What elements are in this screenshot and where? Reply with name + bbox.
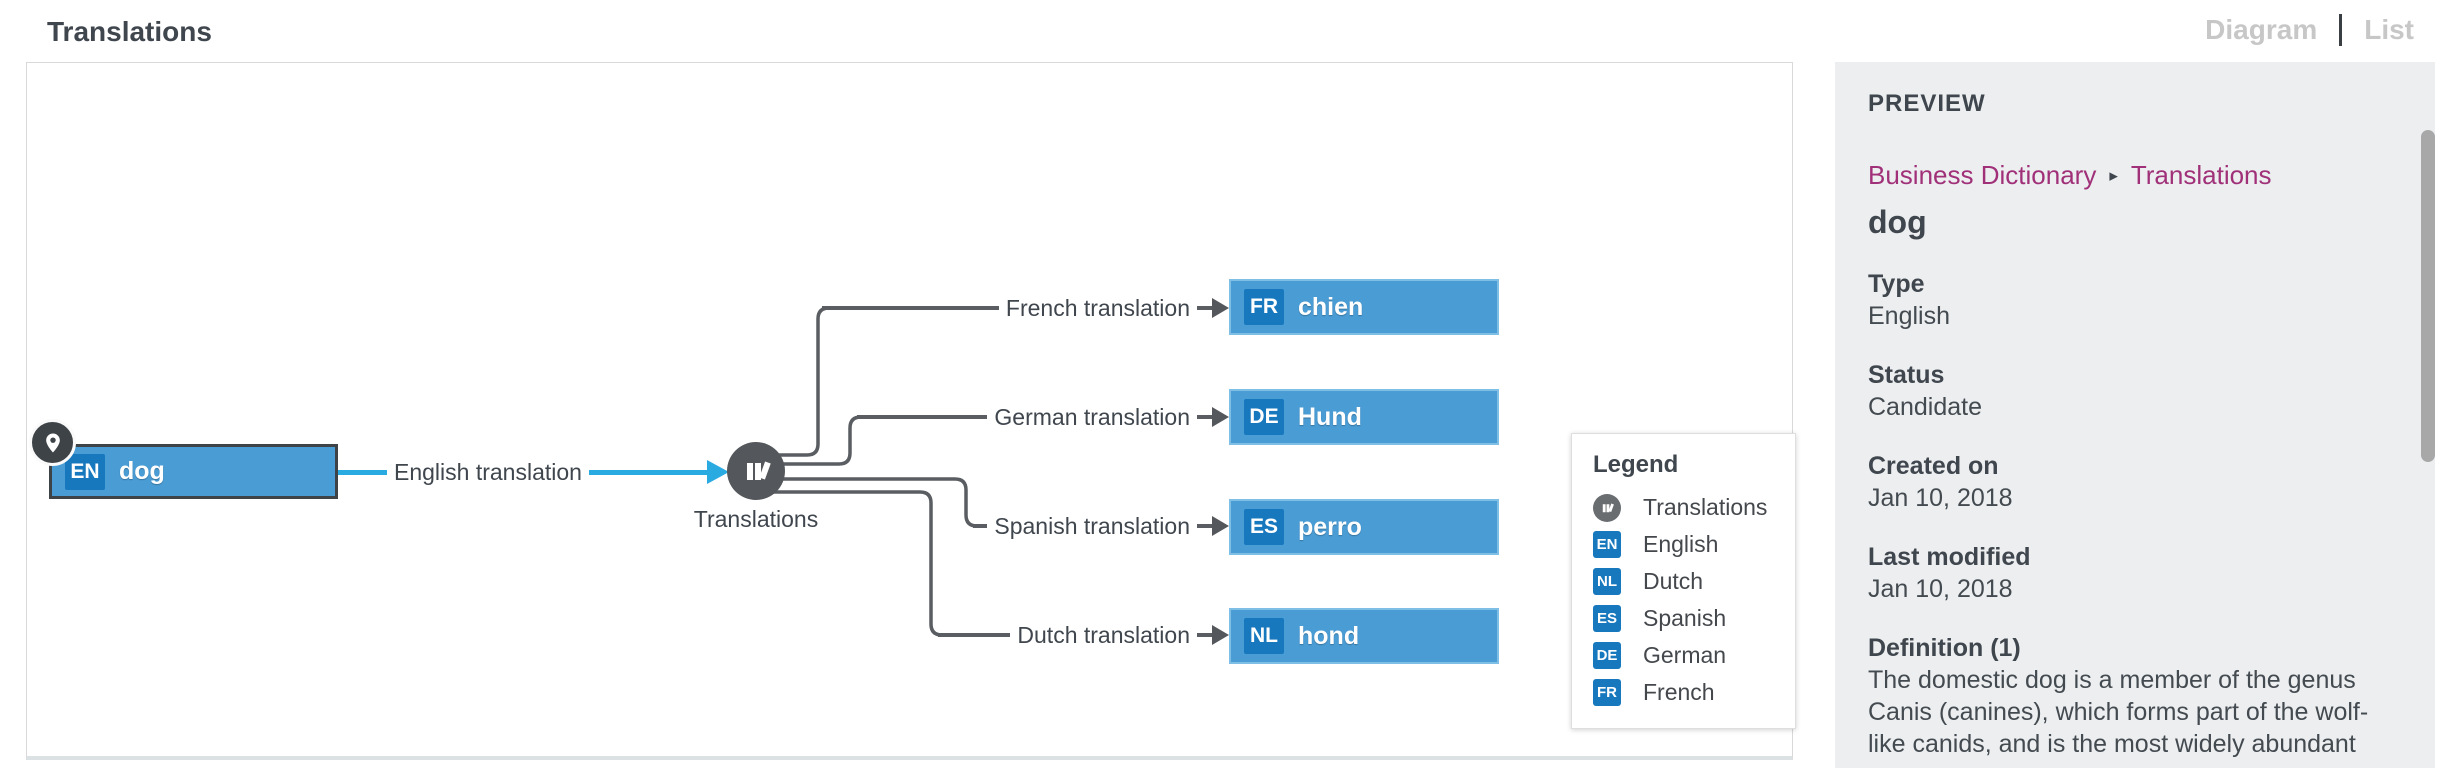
language-badge-de: DE [1593,642,1621,669]
field-last-modified: Last modified Jan 10, 2018 [1868,541,2390,605]
edge-line [1197,633,1212,637]
edge-path-dutch [758,490,944,637]
edge-line [1197,524,1212,528]
edge-dutch-translation: Dutch translation [938,622,1229,648]
diagram-canvas[interactable]: English translation French translation G… [26,62,1796,760]
arrowhead-icon [707,460,729,484]
legend-label: Dutch [1643,568,1704,594]
translations-books-icon [747,461,771,480]
edge-path-french [764,306,830,457]
edge-line [857,415,988,419]
translations-hub-node[interactable] [727,442,785,500]
node-label: chien [1298,292,1364,321]
arrowhead-icon [1212,625,1229,645]
breadcrumb: Business Dictionary ▸ Translations [1868,160,2390,191]
node-label: dog [119,457,165,485]
asset-title: dog [1868,204,1927,240]
language-badge-de: DE [1244,399,1284,435]
edge-line [335,469,387,475]
edge-line [822,306,999,310]
node-hond[interactable]: NL hond [1229,608,1499,664]
legend-title: Legend [1593,451,1679,478]
edge-line [588,469,707,475]
view-toggle-list[interactable]: List [2364,14,2414,45]
node-dog[interactable]: EN dog [49,444,338,499]
language-badge-fr: FR [1244,289,1284,325]
breadcrumb-translations[interactable]: Translations [2130,160,2272,190]
edge-label-german: German translation [994,403,1190,430]
field-label: Definition (1) [1868,634,2021,662]
arrowhead-icon [1212,298,1229,318]
node-label: perro [1298,512,1362,541]
language-badge-en: EN [1593,531,1621,558]
translations-books-icon [1593,493,1621,522]
hub-label: Translations [693,506,819,532]
edge-label-dutch: Dutch translation [1017,621,1190,648]
breadcrumb-arrow-icon: ▸ [2109,165,2118,185]
field-type: Type English [1868,268,2390,332]
language-badge-es: ES [1593,605,1621,632]
legend-item-translations: Translations [1593,493,1795,522]
edge-line [1197,306,1212,310]
legend-item-dutch: NL Dutch [1593,568,1795,595]
breadcrumb-business-dictionary[interactable]: Business Dictionary [1868,160,2097,190]
preview-heading: PREVIEW [1868,90,1986,117]
node-label: hond [1298,621,1360,650]
legend-item-spanish: ES Spanish [1593,605,1795,632]
field-created-on: Created on Jan 10, 2018 [1868,450,2390,514]
language-badge-fr: FR [1593,679,1621,706]
field-value: Candidate [1868,393,1982,421]
location-pin-icon [29,419,76,466]
edge-french-translation: French translation [822,295,1229,321]
legend-item-english: EN English [1593,531,1795,558]
field-value: English [1868,302,1950,330]
field-label: Status [1868,361,1945,389]
legend-item-french: FR French [1593,679,1795,706]
edge-line [1197,415,1212,419]
preview-panel: PREVIEW Business Dictionary ▸ Translatio… [1835,62,2435,768]
edge-label-english: English translation [394,458,582,485]
page-title: Translations [47,16,212,47]
field-label: Created on [1868,452,1999,480]
field-definition: Definition (1) The domestic dog is a mem… [1868,632,2390,760]
language-badge-es: ES [1244,509,1284,545]
language-badge-en: EN [65,453,105,490]
edge-line [973,524,988,528]
field-label: Type [1868,270,1925,298]
edge-english-translation: English translation [335,459,729,485]
field-label: Last modified [1868,543,2031,571]
node-label: Hund [1298,402,1362,431]
legend-label: Translations [1643,494,1768,520]
node-perro[interactable]: ES perro [1229,499,1499,555]
arrowhead-icon [1212,407,1229,427]
edge-spanish-translation: Spanish translation [973,513,1229,539]
edge-path-german [764,415,863,466]
node-hund[interactable]: DE Hund [1229,389,1499,445]
field-value: Jan 10, 2018 [1868,575,2013,603]
view-toggle-separator [2339,14,2343,46]
arrowhead-icon [1212,516,1229,536]
language-badge-nl: NL [1593,568,1621,595]
legend-label: Spanish [1643,605,1727,631]
node-chien[interactable]: FR chien [1229,279,1499,335]
legend-label: English [1643,531,1719,557]
legend-item-german: DE German [1593,642,1795,669]
edge-path-spanish [764,477,979,528]
legend-label: French [1643,679,1715,705]
edge-german-translation: German translation [857,404,1229,430]
view-toggle: Diagram List [2205,14,2414,46]
top-bar: Translations Diagram List [0,0,2444,62]
edge-label-spanish: Spanish translation [994,512,1190,539]
field-status: Status Candidate [1868,359,2390,423]
field-value: Jan 10, 2018 [1868,484,2013,512]
view-toggle-diagram[interactable]: Diagram [2205,14,2318,45]
scrollbar-thumb[interactable] [2421,130,2435,462]
edge-line [938,633,1011,637]
field-value: The domestic dog is a member of the genu… [1868,666,2369,758]
language-badge-nl: NL [1244,618,1284,654]
legend: Legend Translations EN English NL Dutch [1571,433,1796,729]
edge-label-french: French translation [1005,294,1190,321]
legend-label: German [1643,642,1727,668]
